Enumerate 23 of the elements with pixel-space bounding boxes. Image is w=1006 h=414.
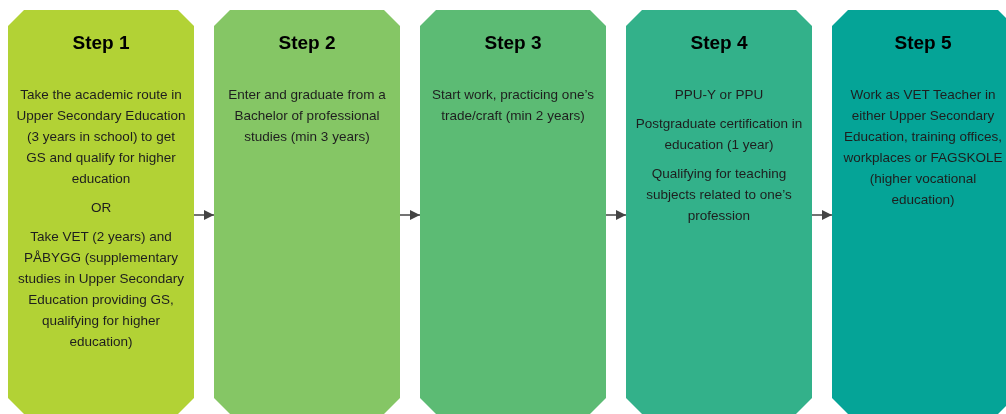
step-box [420,10,606,414]
arrow [193,209,215,221]
step-description: Qualifying for teaching subjects related to one’s profession [645,165,793,225]
step-box [8,10,194,414]
step-box [626,10,812,414]
step-heading: Step 1 [71,32,131,54]
arrow [811,209,833,221]
step-box [832,10,1006,414]
step-description: Take the academic route in Upper Secondary Education (3 years in school) to get GS and qualify for higher education [16,86,186,188]
step-description: Postgraduate certification in education (1 year) [634,115,804,154]
step-heading: Step 3 [483,32,543,54]
step-description: OR [89,199,113,217]
step-description: Enter and graduate from a Bachelor of professional studies (min 3 years) [227,86,387,146]
step-description: Take VET (2 years) and PÅBYGG (supplementary studies in Upper Secondary Education providing GS, qualifying for higher education) [17,228,185,351]
step-heading: Step 2 [277,32,337,54]
step-heading: Step 4 [689,32,749,54]
step-box [214,10,400,414]
arrow [605,209,627,221]
arrow [399,209,421,221]
step-description: PPU-Y or PPU [673,86,765,104]
step-description: Start work, practicing one’s trade/craft (min 2 years) [431,86,595,125]
step-description: Work as VET Teacher in either Upper Secondary Education, training offices, workplaces or FAGSKOLE (higher vocational education) [842,86,1004,209]
step-heading: Step 5 [893,32,953,54]
